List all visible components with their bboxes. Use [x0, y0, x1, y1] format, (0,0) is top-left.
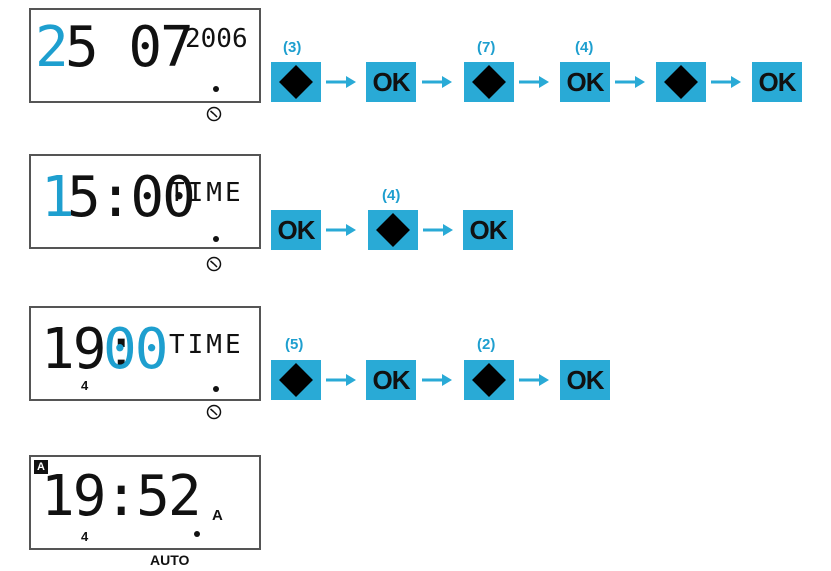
- step3-ok-button-1[interactable]: OK: [366, 360, 416, 400]
- step1-ok-button-3[interactable]: OK: [752, 62, 802, 102]
- indicator-dot: [213, 386, 219, 392]
- time-hours-digits: 19:: [41, 317, 138, 382]
- step1-ok-button-1[interactable]: OK: [366, 62, 416, 102]
- mode-letter: A: [212, 507, 223, 524]
- diamond-icon: [664, 65, 698, 99]
- indicator-dot: [213, 236, 219, 242]
- step1-diamond-button-1[interactable]: [271, 62, 321, 102]
- step2-ok-button-1[interactable]: OK: [271, 210, 321, 250]
- date-day-digit-highlight: 2: [35, 15, 69, 80]
- lcd-display-time-hours: 1 5:00 TIME: [29, 154, 261, 249]
- time-label: TIME: [169, 330, 244, 360]
- time-minute-digits-highlight: 00: [103, 317, 168, 382]
- step3-diamond-button-1[interactable]: [271, 360, 321, 400]
- arrow-right-icon: [519, 374, 549, 386]
- arrow-right-icon: [326, 224, 356, 236]
- day-number: 4: [81, 378, 89, 393]
- indicator-dot: [194, 531, 200, 537]
- step2-count-1: (4): [382, 187, 401, 204]
- diamond-icon: [472, 363, 506, 397]
- date-day-month-digits: 5 07: [65, 15, 194, 80]
- arrow-right-icon: [422, 76, 452, 88]
- step3-count-1: (5): [285, 336, 304, 353]
- step3-ok-button-2[interactable]: OK: [560, 360, 610, 400]
- day-number: 4: [81, 529, 89, 544]
- step3-diamond-button-2[interactable]: [464, 360, 514, 400]
- diamond-icon: [472, 65, 506, 99]
- mode-label: AUTO: [150, 552, 190, 568]
- arrow-right-icon: [519, 76, 549, 88]
- time-digits: 5:00: [67, 165, 196, 230]
- lcd-display-auto: A 19:52 A 4: [29, 455, 261, 550]
- clock-icon: [206, 106, 222, 122]
- indicator-dot: [213, 86, 219, 92]
- lcd-display-time-minutes: 19: 00 TIME 4: [29, 306, 261, 401]
- diamond-icon: [376, 213, 410, 247]
- step1-diamond-button-2[interactable]: [464, 62, 514, 102]
- auto-mode-badge: A: [34, 460, 48, 474]
- diamond-icon: [279, 65, 313, 99]
- date-year: 2006: [185, 24, 248, 54]
- current-time-digits: 19:52: [41, 464, 202, 529]
- step1-count-2: (7): [477, 39, 496, 56]
- time-hour-digit-highlight: 1: [41, 165, 75, 230]
- clock-icon: [206, 256, 222, 272]
- step3-count-2: (2): [477, 336, 496, 353]
- lcd-display-date: 2 5 07 2006: [29, 8, 261, 103]
- step1-count-1: (3): [283, 39, 302, 56]
- arrow-right-icon: [422, 374, 452, 386]
- step1-ok-button-2[interactable]: OK: [560, 62, 610, 102]
- arrow-right-icon: [615, 76, 645, 88]
- arrow-right-icon: [423, 224, 453, 236]
- arrow-right-icon: [326, 76, 356, 88]
- diamond-icon: [279, 363, 313, 397]
- time-label: TIME: [169, 178, 244, 208]
- step2-diamond-button-1[interactable]: [368, 210, 418, 250]
- step1-diamond-button-3[interactable]: [656, 62, 706, 102]
- arrow-right-icon: [326, 374, 356, 386]
- clock-icon: [206, 404, 222, 420]
- step2-ok-button-2[interactable]: OK: [463, 210, 513, 250]
- arrow-right-icon: [711, 76, 741, 88]
- step1-count-3: (4): [575, 39, 594, 56]
